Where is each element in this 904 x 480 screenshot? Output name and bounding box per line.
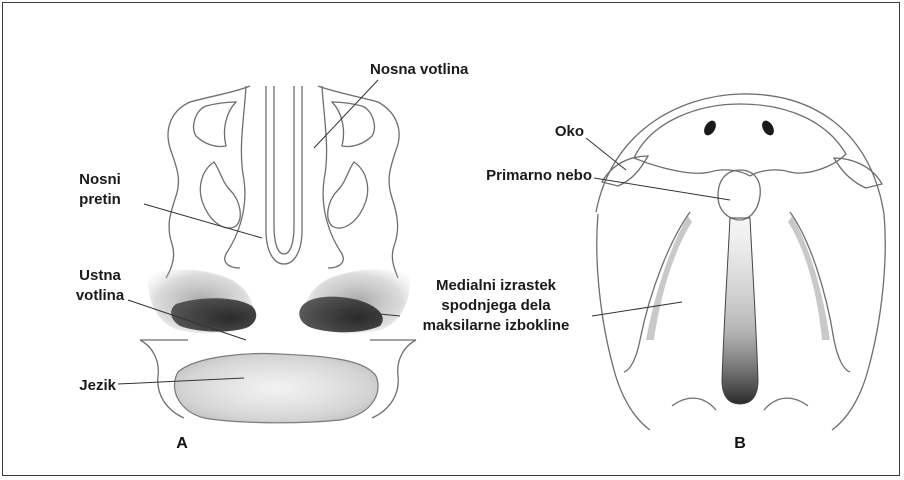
- left-lower-concha: [200, 162, 240, 228]
- right-face-line: [832, 214, 885, 430]
- label-jezik: Jezik: [79, 377, 116, 394]
- face-inner-contour: [634, 104, 846, 176]
- panel-b-leaders: [586, 138, 730, 316]
- right-lower-concha: [328, 162, 368, 228]
- lower-jaw-right: [764, 398, 808, 410]
- nasal-septum-inner: [274, 86, 294, 254]
- left-nostril: [702, 119, 719, 138]
- label-medialni-line1: Medialni izrastek: [436, 277, 557, 294]
- label-medialni-line3: maksilarne izbokline: [423, 317, 570, 334]
- panel-b-letter: B: [734, 435, 746, 452]
- label-nosna-votlina: Nosna votlina: [370, 61, 469, 78]
- label-nosni-pretin-line1: Nosni: [79, 171, 121, 188]
- right-concha: [332, 102, 374, 147]
- left-concha: [194, 102, 236, 147]
- label-ustna-votlina-line2: votlina: [76, 287, 125, 304]
- nasal-septum: [266, 86, 302, 264]
- label-oko: Oko: [555, 123, 584, 140]
- label-nosni-pretin-line2: pretin: [79, 191, 121, 208]
- lower-jaw-left: [672, 398, 716, 410]
- left-outer-nasal-wall: [166, 86, 250, 278]
- septum-column: [722, 218, 758, 404]
- head-outer-arc: [596, 94, 884, 214]
- left-shelf-shading: [646, 216, 692, 340]
- mandible-outline-right: [372, 340, 416, 418]
- label-medialni-line2: spodnjega dela: [441, 297, 551, 314]
- left-face-line: [597, 214, 650, 430]
- right-eye: [834, 158, 882, 188]
- right-shelf-shading: [788, 216, 830, 340]
- tongue-shading: [174, 354, 378, 423]
- primary-palate: [718, 170, 760, 220]
- leader-medialni-b: [592, 302, 682, 316]
- leader-primarno-nebo: [594, 178, 730, 200]
- right-outer-nasal-wall: [318, 86, 399, 278]
- label-ustna-votlina-line1: Ustna: [79, 267, 121, 284]
- left-palatal-shelf-tip: [171, 298, 256, 331]
- panel-a-leaders: [118, 80, 400, 384]
- panel-a-letter: A: [176, 435, 188, 452]
- panel-a-drawing: [140, 86, 416, 423]
- leader-nosna-votlina: [314, 80, 378, 148]
- label-primarno-nebo: Primarno nebo: [486, 167, 592, 184]
- panel-b-drawing: [596, 94, 885, 430]
- right-nostril: [760, 119, 777, 138]
